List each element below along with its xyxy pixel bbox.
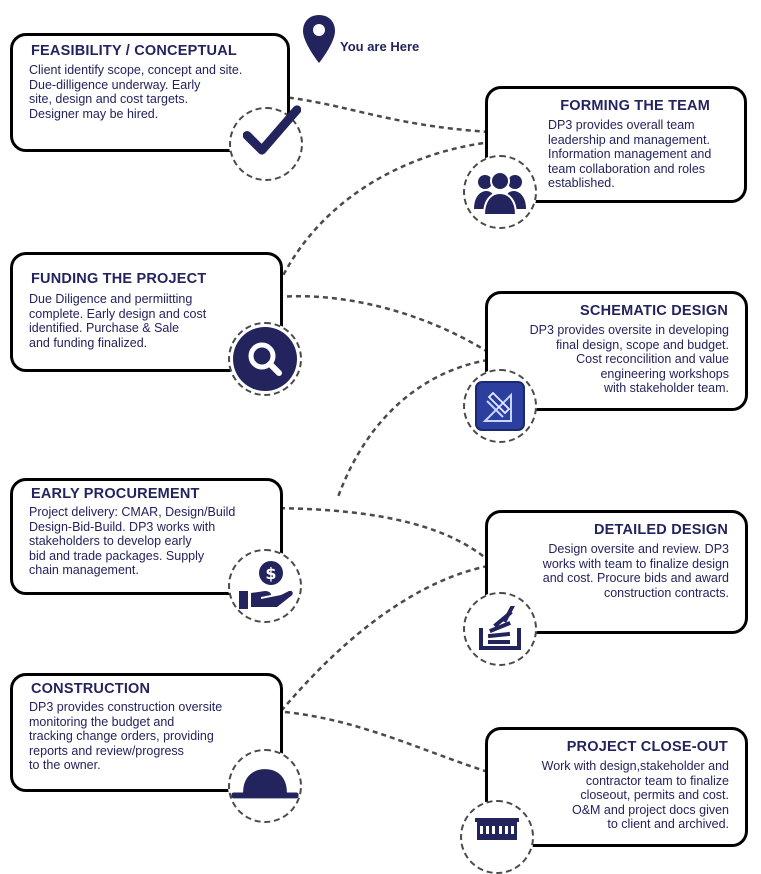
stage-title: FORMING THE TEAM bbox=[560, 98, 710, 114]
stage-node-procurement: $ bbox=[228, 549, 302, 623]
stage-description: DP3 provides oversite in developing fina… bbox=[529, 323, 729, 396]
stage-card-construction: CONSTRUCTION DP3 provides construction o… bbox=[10, 673, 283, 792]
team-icon bbox=[474, 171, 526, 215]
money-hand-icon: $ bbox=[239, 561, 293, 609]
stage-title: FEASIBILITY / CONCEPTUAL bbox=[31, 43, 237, 59]
stage-description: Work with design,stakeholder and contrac… bbox=[541, 759, 729, 832]
stage-node-schematic bbox=[463, 369, 537, 443]
svg-text:$: $ bbox=[265, 564, 276, 583]
stage-title: SCHEMATIC DESIGN bbox=[580, 303, 728, 319]
connector-7 bbox=[284, 710, 489, 774]
connector-3 bbox=[277, 294, 489, 354]
stage-card-closeout: PROJECT CLOSE-OUT Work with design,stake… bbox=[485, 727, 748, 847]
connector-5 bbox=[261, 506, 489, 561]
document-stack-icon bbox=[479, 606, 521, 650]
drafting-tools-icon bbox=[475, 381, 525, 431]
connector-6 bbox=[281, 564, 489, 711]
connector-4 bbox=[336, 358, 489, 498]
stage-card-forming-team: FORMING THE TEAM DP3 provides overall te… bbox=[485, 86, 747, 203]
stage-description: DP3 provides overall team leadership and… bbox=[548, 118, 712, 191]
stage-title: FUNDING THE PROJECT bbox=[31, 271, 207, 287]
stage-card-feasibility: FEASIBILITY / CONCEPTUAL Client identify… bbox=[10, 33, 290, 152]
you-are-here-label: You are Here bbox=[340, 39, 420, 54]
stage-title: DETAILED DESIGN bbox=[593, 522, 728, 538]
stage-title: PROJECT CLOSE-OUT bbox=[566, 739, 728, 755]
stage-description: Client identify scope, concept and site.… bbox=[29, 63, 243, 121]
hard-hat-icon bbox=[231, 769, 299, 799]
stage-node-construction bbox=[228, 749, 302, 823]
stage-node-detailed bbox=[463, 592, 537, 666]
stage-card-detailed: DETAILED DESIGN Design oversite and revi… bbox=[485, 510, 748, 634]
stage-node-feasibility bbox=[229, 105, 303, 181]
stage-node-closeout bbox=[460, 800, 534, 874]
stage-card-procurement: EARLY PROCUREMENT Project delivery: CMAR… bbox=[10, 478, 283, 595]
stage-title: CONSTRUCTION bbox=[31, 681, 151, 697]
stage-title: EARLY PROCUREMENT bbox=[31, 486, 200, 502]
search-icon bbox=[233, 327, 297, 391]
stage-node-funding bbox=[228, 322, 302, 396]
stage-description: Due Diligence and permiitting complete. … bbox=[29, 292, 207, 350]
stage-description: DP3 provides construction oversite monit… bbox=[29, 700, 223, 773]
checkmark-icon bbox=[243, 105, 301, 155]
location-pin-icon bbox=[303, 15, 335, 63]
stage-description: Design oversite and review. DP3 works wi… bbox=[542, 542, 729, 600]
building-icon bbox=[475, 818, 519, 840]
stage-node-forming-team bbox=[463, 155, 537, 229]
stage-card-schematic: SCHEMATIC DESIGN DP3 provides oversite i… bbox=[485, 291, 748, 411]
connector-2 bbox=[273, 140, 493, 293]
stage-description: Project delivery: CMAR, Design/Build Des… bbox=[29, 505, 236, 578]
